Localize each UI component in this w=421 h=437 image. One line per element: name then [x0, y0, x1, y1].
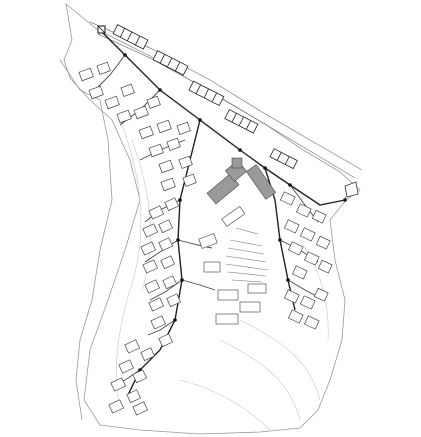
central-hub — [198, 157, 277, 325]
entry-marker-icon — [344, 181, 359, 201]
path-nodes — [123, 53, 347, 372]
outer-boundary — [59, 59, 113, 421]
contour-lines — [116, 119, 329, 431]
coastal-road — [89, 21, 363, 179]
coastal-row-houses — [112, 24, 298, 170]
villa-cluster-east — [279, 191, 333, 330]
villa-cluster-west — [78, 61, 197, 416]
terraces — [225, 227, 269, 283]
gate-icon — [97, 25, 106, 34]
site-boundary — [63, 3, 361, 435]
